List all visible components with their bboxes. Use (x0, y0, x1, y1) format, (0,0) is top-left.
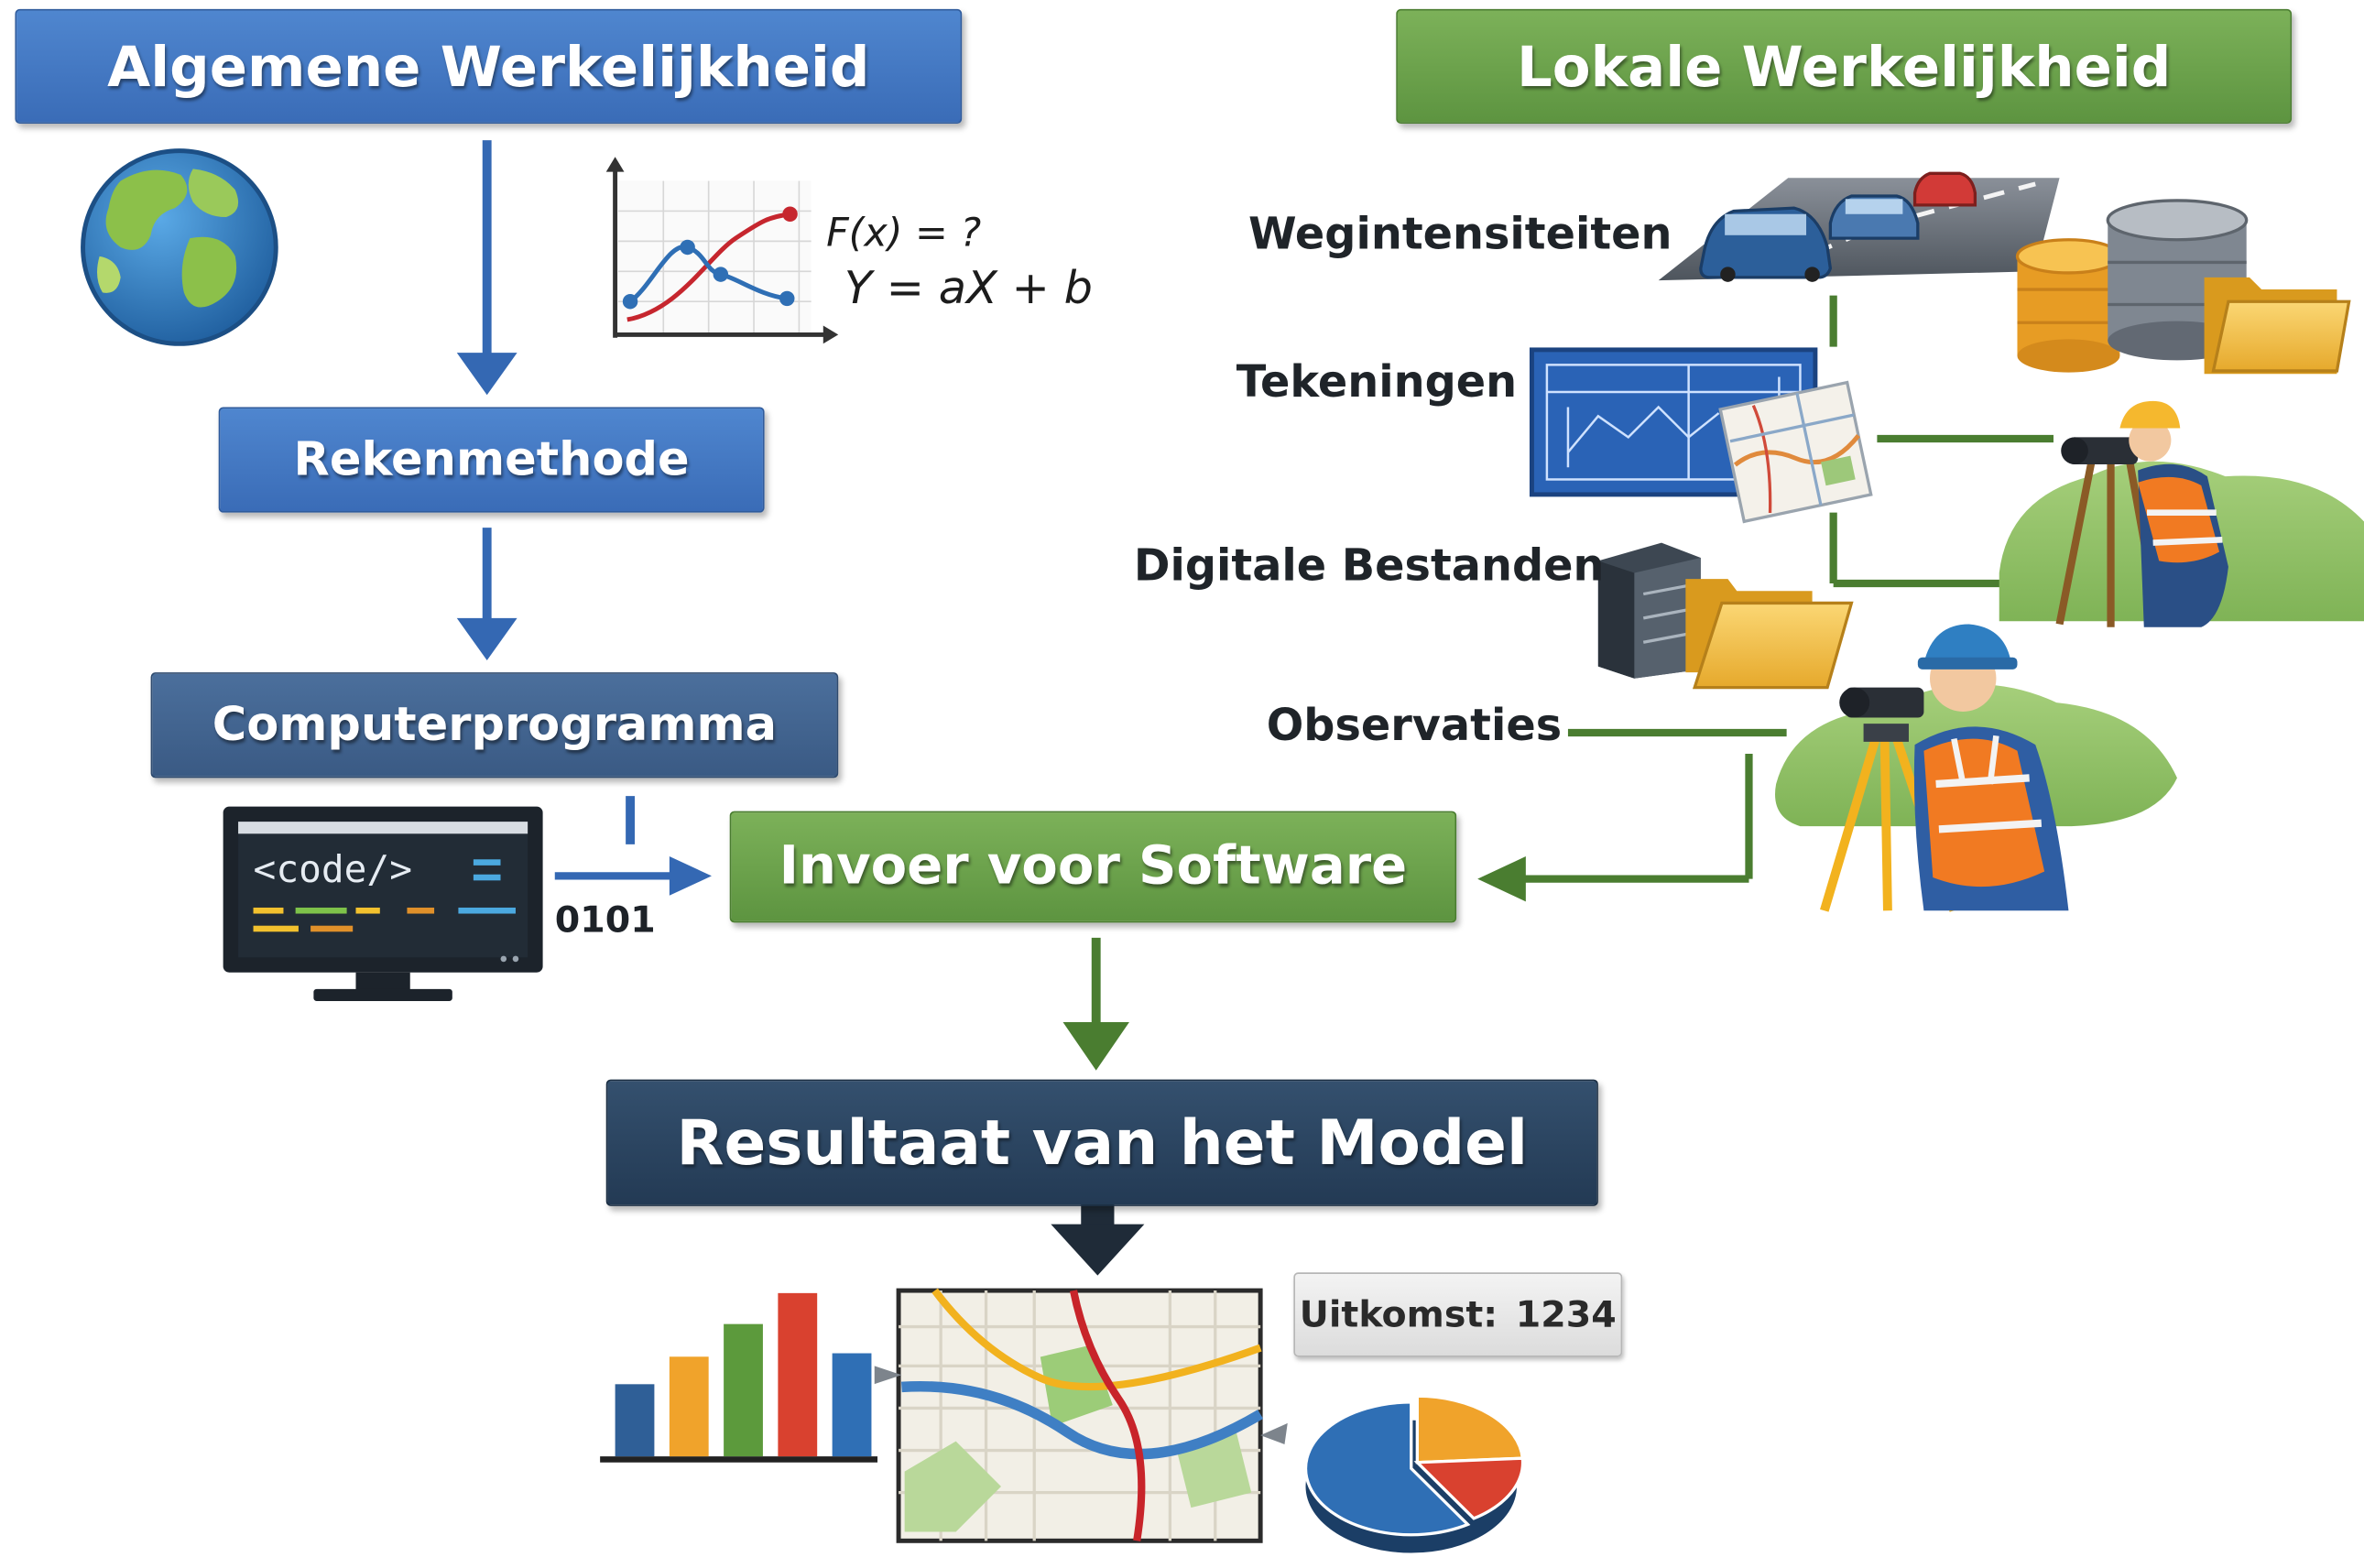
blueprint-icon (1529, 347, 1873, 524)
result-bar (832, 1353, 872, 1457)
arrow-method-to-program (456, 528, 517, 660)
server-folder-icon (1597, 542, 1854, 690)
surveyor-icon (1775, 624, 2177, 912)
source-drawings-label: Tekeningen (1236, 355, 1518, 408)
result-pie-slice (1303, 1400, 1471, 1537)
result-bar (778, 1292, 818, 1457)
code-monitor-icon (223, 806, 543, 1002)
bar-chart-icon (600, 1292, 878, 1463)
step-computer-program: Computerprogramma (150, 672, 839, 779)
source-traffic-label: Wegintensiteiten (1247, 208, 1672, 260)
step-software-input: Invoer voor Software (729, 811, 1457, 923)
result-bar (615, 1384, 655, 1457)
arrow-result-to-outputs (1051, 1203, 1145, 1276)
result-pie-slice (1415, 1394, 1525, 1465)
database-icon (2015, 199, 2351, 375)
arrow-general-to-method (456, 140, 517, 396)
source-files-label: Digitale Bestanden (1133, 539, 1605, 592)
step-model-result: Resultaat van het Model (605, 1079, 1598, 1206)
formula-function: F(x) = ? (826, 211, 982, 256)
result-pie-slice (1413, 1456, 1525, 1520)
step-calculation-method: Rekenmethode (218, 407, 765, 513)
formula-linear: Y = aX + b (844, 262, 1093, 316)
pie-chart-icon (1303, 1394, 1525, 1553)
outcome-value: 1234 (1515, 1293, 1617, 1336)
road-traffic-icon (1658, 171, 2060, 282)
outcome-badge: Uitkomst: 1234 (1293, 1272, 1623, 1357)
title-local-reality: Lokale Werkelijkheid (1396, 8, 2293, 124)
code-tag: <code/> (253, 847, 412, 891)
sources-bracket (1522, 295, 2054, 883)
globe-icon (81, 148, 278, 346)
outcome-label: Uitkomst: (1299, 1293, 1498, 1336)
arrow-program-to-input (554, 796, 712, 896)
source-observations-label: Observaties (1266, 699, 1563, 751)
map-icon (874, 1288, 1288, 1543)
title-general-reality: Algemene Werkelijkheid (15, 8, 963, 124)
result-bar (724, 1323, 763, 1457)
binary-label: 0101 (554, 898, 656, 942)
arrow-sources-to-input (1477, 855, 1526, 902)
result-bar (669, 1356, 709, 1457)
function-graph-icon (605, 157, 839, 344)
surveyor-icon (1999, 400, 2364, 627)
arrow-input-to-result (1062, 937, 1129, 1071)
